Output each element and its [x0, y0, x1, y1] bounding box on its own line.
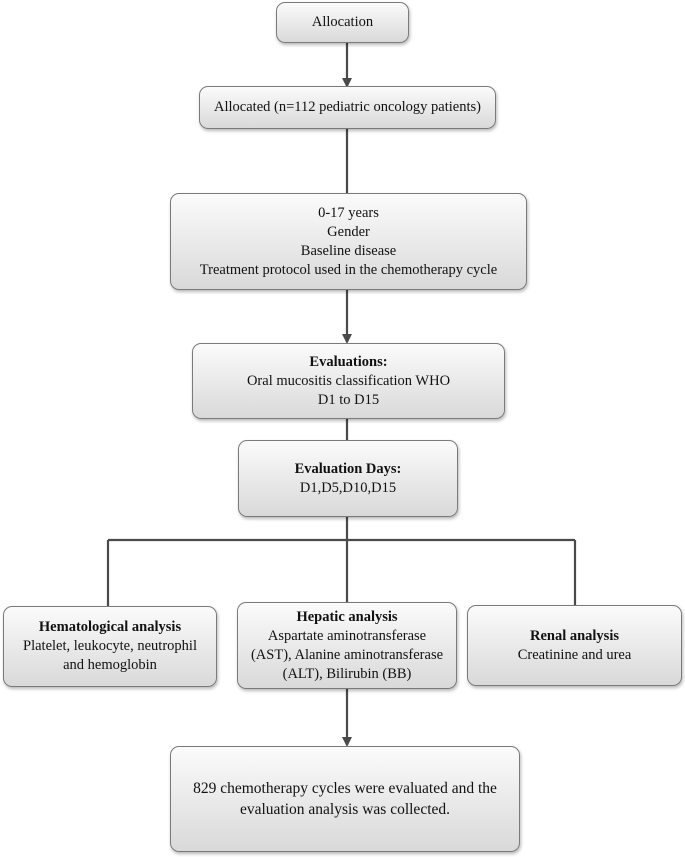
evaluation-days-list: D1,D5,D10,D15: [299, 479, 397, 496]
allocated-label: Allocated (n=112 pediatric oncology pati…: [214, 99, 481, 115]
evaluations-range: D1 to D15: [317, 391, 380, 408]
demographics-box: 0-17 years Gender Baseline disease Treat…: [170, 193, 527, 290]
result-line1: 829 chemotherapy cycles were evaluated a…: [193, 780, 497, 797]
evaluations-title: Evaluations:: [309, 353, 388, 370]
renal-title: Renal analysis: [529, 627, 620, 644]
hepatic-line2: (AST), Alanine aminotransferase: [250, 646, 444, 663]
hepatic-title: Hepatic analysis: [296, 608, 398, 625]
hepatic-box: Hepatic analysis Aspartate aminotransfer…: [237, 602, 457, 689]
result-line2: evaluation analysis was collected.: [239, 801, 451, 818]
allocation-label: Allocation: [311, 14, 374, 30]
evaluations-box: Evaluations: Oral mucositis classificati…: [192, 343, 505, 419]
evaluation-days-title: Evaluation Days:: [294, 460, 402, 477]
hematological-box: Hematological analysis Platelet, leukocy…: [3, 606, 217, 687]
evaluation-days-box: Evaluation Days: D1,D5,D10,D15: [238, 440, 458, 517]
allocated-box: Allocated (n=112 pediatric oncology pati…: [199, 86, 496, 129]
hepatic-line1: Aspartate aminotransferase: [267, 627, 427, 644]
evaluations-classification: Oral mucositis classification WHO: [246, 372, 451, 389]
hematological-line2: and hemoglobin: [63, 657, 157, 673]
demographics-protocol: Treatment protocol used in the chemother…: [199, 261, 498, 278]
demographics-gender: Gender: [327, 223, 370, 240]
hematological-title: Hematological analysis: [38, 619, 182, 635]
hepatic-line3: (ALT), Bilirubin (BB): [282, 665, 412, 682]
hematological-line1: Platelet, leukocyte, neutrophil: [23, 638, 197, 654]
demographics-disease: Baseline disease: [300, 242, 397, 259]
renal-line1: Creatinine and urea: [517, 646, 632, 663]
renal-box: Renal analysis Creatinine and urea: [467, 605, 682, 686]
result-box: 829 chemotherapy cycles were evaluated a…: [170, 746, 520, 852]
demographics-age: 0-17 years: [318, 204, 379, 221]
allocation-box: Allocation: [276, 2, 409, 43]
